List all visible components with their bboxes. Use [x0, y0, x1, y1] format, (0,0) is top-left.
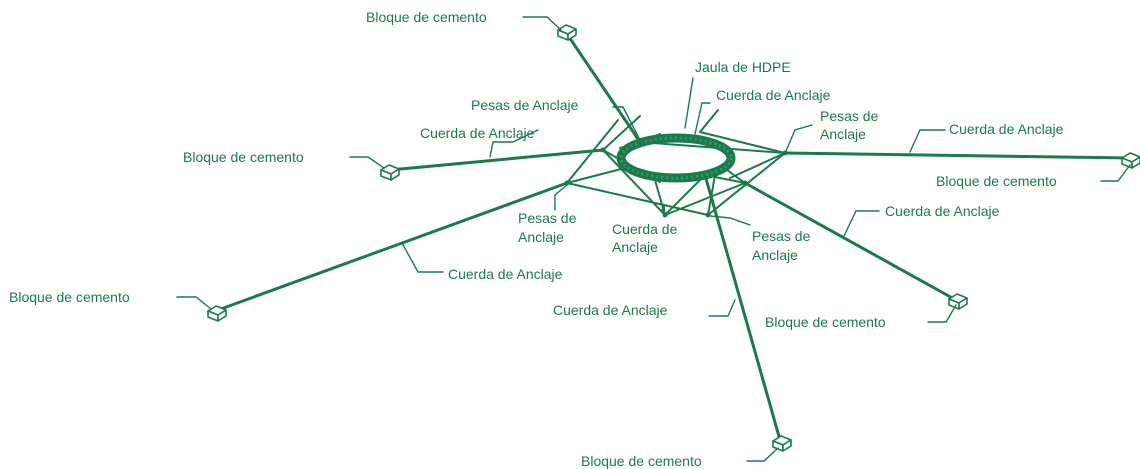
bridle-line [664, 174, 706, 216]
cement-block-label: Bloque de cemento [9, 289, 130, 305]
cement-block-label: Bloque de cemento [366, 9, 487, 25]
weights-label: Pesas de Anclaje [471, 97, 579, 113]
bridle-line [699, 109, 719, 133]
anchor-weight [705, 212, 711, 218]
leader-lines [176, 16, 1131, 462]
cement-block-label: Bloque de cemento [765, 314, 886, 330]
cage-label: Jaula de HDPE [695, 59, 791, 75]
cement-block-label: Bloque de cemento [936, 173, 1057, 189]
anchor-weights [564, 139, 788, 218]
hdpe-cage [616, 133, 736, 183]
weights-label: Pesas de [518, 210, 577, 226]
weights-label: Anclaje [820, 126, 866, 142]
rope-left [388, 148, 605, 172]
anchor-weight [782, 150, 788, 156]
weights-label: Anclaje [752, 247, 798, 263]
rope-label: Cuerda de Anclaje [553, 302, 668, 318]
cement-block-icon [557, 24, 577, 41]
rope-lower-right [743, 181, 958, 302]
bridle-line [566, 182, 709, 216]
weights-label: Anclaje [518, 229, 564, 245]
anchor-weight [637, 139, 643, 145]
rope-right [783, 151, 1134, 160]
bridle-line [566, 119, 619, 184]
cement-block-label: Bloque de cemento [581, 453, 702, 469]
rope-label: Cuerda de Anclaje [716, 87, 831, 103]
bridle-line [566, 167, 626, 184]
rope-bottom [703, 173, 782, 442]
anchor-weight [600, 147, 606, 153]
cement-block-icon [1121, 152, 1140, 169]
cement-blocks [207, 24, 1140, 452]
rope-label: Cuerda de Anclaje [949, 121, 1064, 137]
cement-block-icon [380, 164, 400, 181]
anchor-weight [564, 180, 570, 186]
cement-block-icon [948, 293, 968, 310]
bridle-line [729, 152, 786, 179]
cement-block-label: Bloque de cemento [183, 149, 304, 165]
bridle-line [602, 149, 666, 216]
bridle-line [699, 131, 786, 154]
weights-label: Pesas de [820, 108, 879, 124]
cement-block-icon [207, 305, 227, 322]
rope-label: Anclaje [612, 239, 658, 255]
cement-block-icon [772, 435, 792, 452]
rope-top-left [565, 32, 642, 144]
bridle-line [707, 174, 716, 216]
anchor-ropes [216, 32, 1134, 442]
bridle-line [726, 169, 746, 184]
bridle-line [654, 179, 666, 216]
anchor-weight [742, 180, 748, 186]
bridle-line [664, 182, 746, 216]
rope-label: Cuerda de Anclaje [448, 266, 563, 282]
bridle-lines [566, 109, 786, 216]
bridle-line [602, 115, 641, 151]
rope-label: Cuerda de [612, 221, 678, 237]
rope-label: Cuerda de Anclaje [885, 203, 1000, 219]
rope-label: Cuerda de Anclaje [420, 125, 535, 141]
weights-label: Pesas de [752, 228, 811, 244]
rope-far-left [216, 181, 569, 312]
